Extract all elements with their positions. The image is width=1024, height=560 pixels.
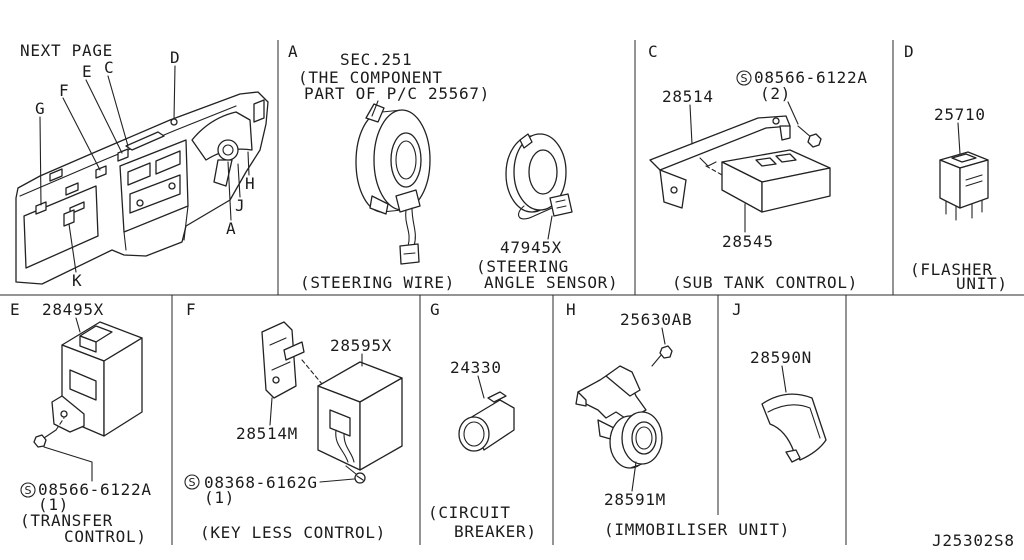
screw-icon [345,465,366,484]
callout-a: A [226,219,236,238]
flasher-relay-illustration [939,151,989,221]
caption-transfer-line2: CONTROL) [64,527,147,546]
screw-quantity: (1) [204,488,235,507]
bolt-quantity: (2) [760,84,791,103]
overview-leader-lines [39,65,250,273]
component-note-line2: PART OF P/C 25567) [304,84,490,103]
caption-flasher-line2: UNIT) [956,274,1008,293]
panel-dividers [0,40,1024,545]
bolt-part-number: 08566-6122A [38,480,152,499]
callout-e: E [82,62,92,81]
circuit-breaker-part-number: 24330 [450,358,502,377]
bolt-quantity: (1) [38,495,69,514]
caption-flasher-line1: (FLASHER [910,260,993,279]
leader-line [477,375,485,399]
standard-part-mark: S [189,476,196,489]
caption-circuit-line2: BREAKER) [454,522,537,541]
panel-f-letter: F [186,300,196,319]
bolt-icon [797,125,822,148]
keyless-unit-part-number: 28595X [330,336,392,355]
caption-sub-tank-control: (SUB TANK CONTROL) [672,273,858,292]
antenna-cover-illustration [761,393,827,463]
standard-part-mark-icon [20,482,36,498]
sub-tank-bracket-illustration [649,115,791,209]
panel-j-letter: J [732,300,742,319]
callout-k: K [72,271,82,290]
panel-e-letter: E [10,300,20,319]
caption-circuit-line1: (CIRCUIT [428,503,511,522]
keyless-control-unit-illustration [317,361,403,471]
sensor-part-number: 47945X [500,238,562,257]
panel-j-part-number: 28590N [750,348,812,367]
panel-e-leader-lines [43,317,93,482]
panel-a-leader-lines [371,100,553,240]
unit-part-number: 28545 [722,232,774,251]
keyless-bracket-part-number: 28514M [236,424,298,443]
callout-j: J [235,196,245,215]
steering-hub [217,139,239,161]
component-note-line1: (THE COMPONENT [298,68,443,87]
bolt-icon [651,345,673,367]
section-reference: SEC.251 [340,50,412,69]
bolt-icon [33,417,65,448]
steering-wire-clock-spring-illustration [355,103,431,265]
bracket-part-number: 28514 [662,87,714,106]
standard-part-mark: S [741,72,748,85]
steering-angle-sensor-illustration [505,133,573,220]
caption-steering-wire: (STEERING WIRE) [300,273,455,292]
caption-angle-sensor-line1: (STEERING [476,257,569,276]
sub-tank-control-unit-illustration [721,149,831,213]
callout-d: D [170,48,180,67]
callout-g: G [35,99,45,118]
leader-line [957,122,961,155]
transfer-control-unit-illustration [51,321,143,437]
dashboard-overview-illustration [15,91,269,285]
immobiliser-unit-illustration [575,365,663,469]
panel-d-letter: D [904,42,914,61]
panel-f-leader-lines [269,353,363,483]
immobiliser-bolt-part-number: 25630AB [620,310,692,329]
transfer-unit-part-number: 28495X [42,300,104,319]
screw-part-number: 08368-6162G [204,473,318,492]
standard-part-mark: S [25,484,32,497]
panel-a-letter: A [288,42,298,61]
panel-h-letter: H [566,300,576,319]
caption-immobiliser: (IMMOBILISER UNIT) [604,520,790,539]
standard-part-mark-icon [736,70,752,86]
standard-part-mark-icon [184,474,200,490]
keyless-bracket-illustration [261,321,323,399]
immobiliser-part-number: 28591M [604,490,666,509]
leader-line [781,365,787,393]
callout-f: F [59,81,69,100]
flasher-part-number: 25710 [934,105,986,124]
caption-keyless-control: (KEY LESS CONTROL) [200,523,386,542]
panel-c-letter: C [648,42,658,61]
callout-c: C [104,58,114,77]
caption-angle-sensor-line2: ANGLE SENSOR) [484,273,618,292]
diagram-id: J25302S8 [932,531,1015,550]
panel-h-leader-lines [631,327,666,492]
circuit-breaker-illustration [458,391,515,452]
panel-g-letter: G [430,300,440,319]
caption-transfer-line1: (TRANSFER [20,511,113,530]
bolt-part-number: 08566-6122A [754,68,868,87]
panel-c-leader-lines [689,101,799,233]
next-page-heading: NEXT PAGE [20,41,113,60]
callout-h: H [245,174,255,193]
